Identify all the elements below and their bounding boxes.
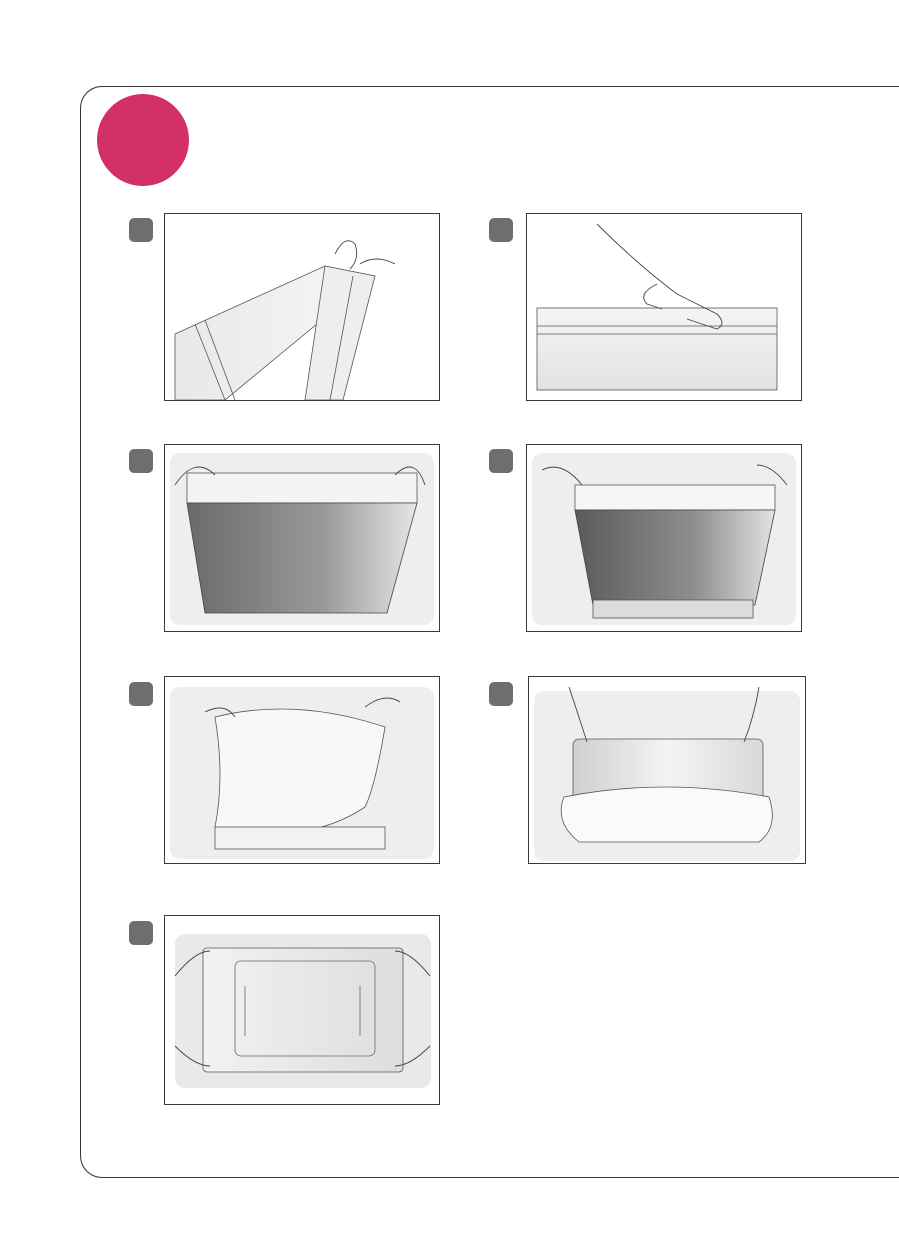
- illustration-opening-box-with-cutter: [526, 213, 802, 401]
- illustration-removing-protective-sheet: [164, 676, 440, 864]
- step-badge-6: [489, 682, 513, 706]
- illustration-lifting-panel-from-cushion: [528, 676, 806, 864]
- step-badge-3: [129, 449, 153, 473]
- illustration-lifting-box-lid: [164, 444, 440, 632]
- illustration-cutting-strap: [164, 213, 440, 401]
- illustration-holding-panel-back: [164, 915, 440, 1105]
- step-badge-2: [489, 218, 513, 242]
- step-badge-1: [129, 218, 153, 242]
- step-badge-7: [129, 921, 153, 945]
- section-marker-circle: [97, 94, 189, 186]
- step-badge-5: [129, 682, 153, 706]
- step-badge-4: [489, 449, 513, 473]
- illustration-removing-box-sleeve: [526, 444, 802, 632]
